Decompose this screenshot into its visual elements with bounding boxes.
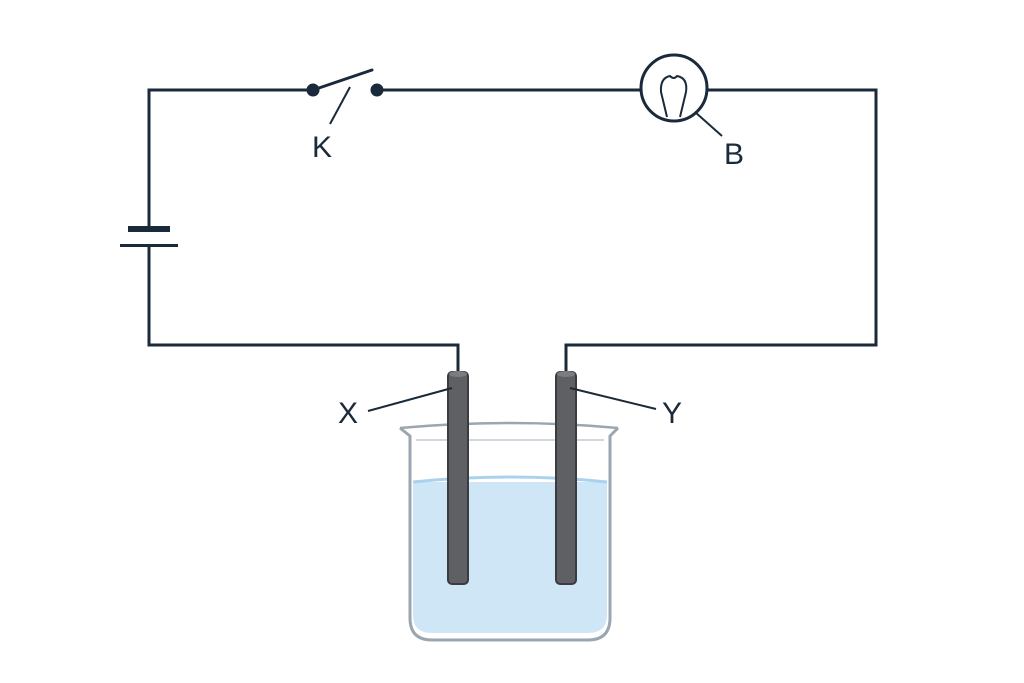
- electrode-y-label: Y: [662, 397, 682, 430]
- electrode-y-top: [557, 371, 575, 377]
- wires: [147, 88, 878, 374]
- beaker-rim: [399, 421, 619, 430]
- beaker: [399, 421, 620, 642]
- solution: [413, 482, 607, 633]
- wire-left-top: [147, 88, 313, 228]
- electrode-x-leader-line: [367, 387, 453, 412]
- light-bulb-icon[interactable]: [639, 53, 723, 137]
- wire-left-bottom: [147, 247, 460, 374]
- electrode-x-top: [449, 371, 467, 377]
- electrode-y: [555, 371, 657, 585]
- battery-positive-plate: [120, 244, 178, 247]
- bulb-circle: [639, 53, 709, 123]
- electrode-x-label: X: [338, 397, 358, 430]
- electrode-x: [367, 371, 469, 585]
- electrode-y-rod: [555, 371, 577, 585]
- switch-leader-line: [329, 86, 351, 125]
- electrode-y-leader-line: [569, 387, 657, 410]
- wire-bulb-to-right: [564, 88, 878, 374]
- bulb-filament: [659, 75, 688, 118]
- bulb-label: B: [724, 138, 744, 171]
- battery-negative-plate: [128, 226, 170, 232]
- battery-cell-icon: [120, 226, 178, 247]
- switch-contact: [370, 83, 384, 97]
- open-switch-icon[interactable]: [306, 68, 384, 125]
- switch-label: K: [312, 131, 332, 164]
- bulb-leader-line: [694, 111, 723, 137]
- beaker-glass: [399, 426, 620, 642]
- solution-surface: [412, 475, 608, 484]
- electrode-x-rod: [447, 371, 469, 585]
- switch-lever: [311, 68, 374, 92]
